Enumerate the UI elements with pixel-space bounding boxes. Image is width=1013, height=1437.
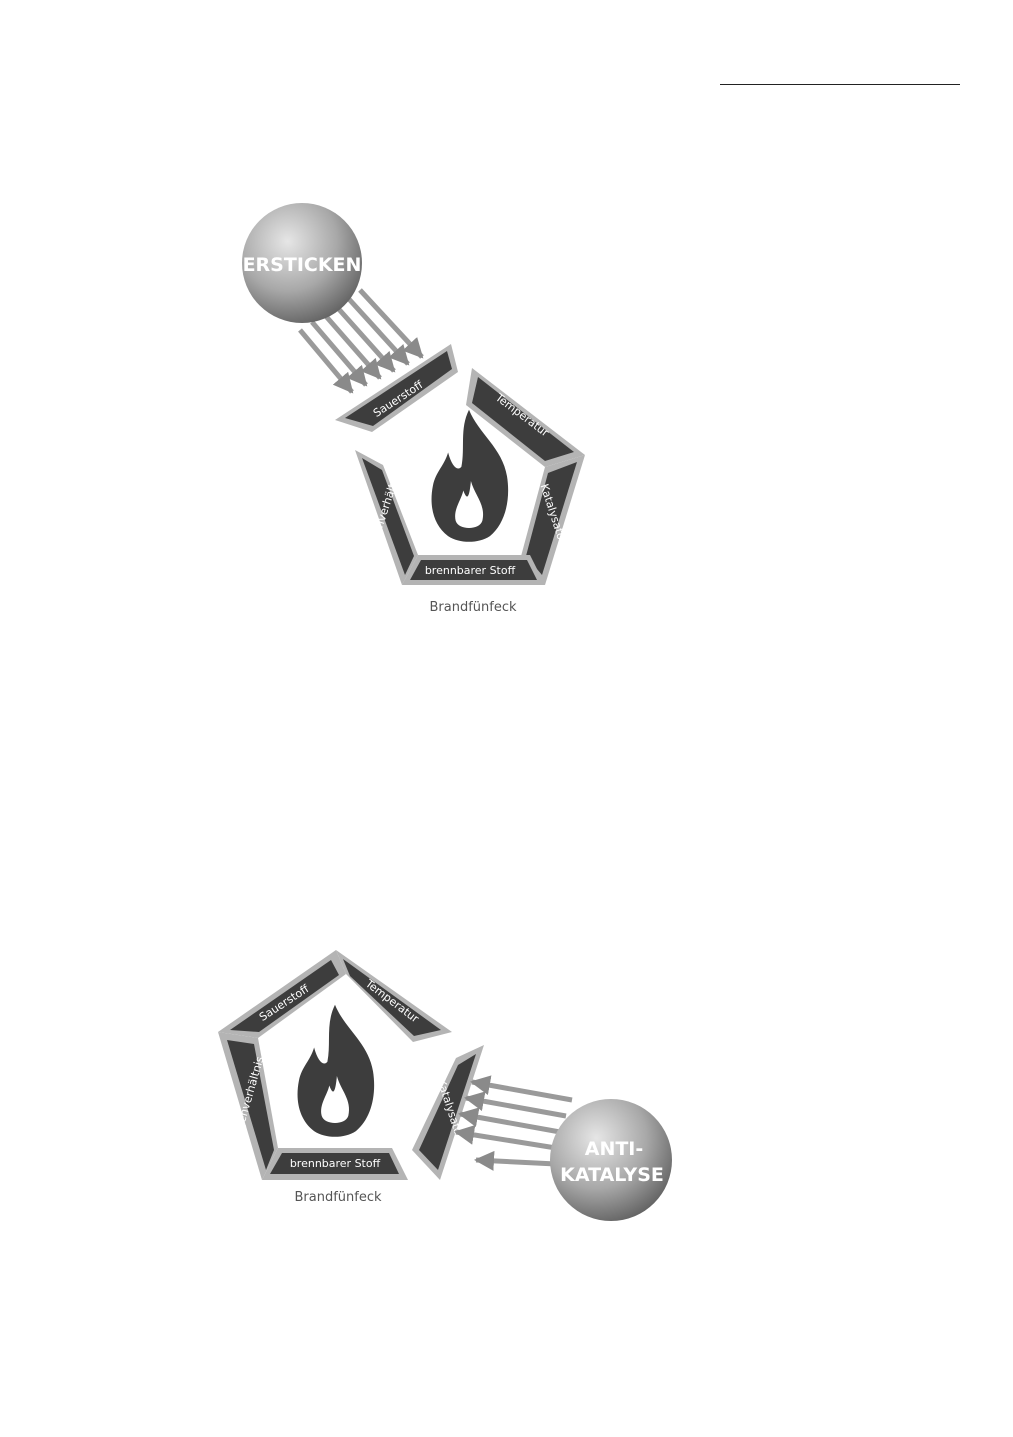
segment-brennbarer-stoff-bottom-label: brennbarer Stoff xyxy=(290,1157,381,1170)
arrow-bundle-bottom xyxy=(454,1075,573,1171)
header-rule xyxy=(720,84,960,85)
diagram-ersticken: ERSTICKEN Sauerstoff Temperatur Katalysa… xyxy=(242,203,585,615)
segment-mengenverhaeltnis-bottom: Mengenverhältnis xyxy=(218,1032,278,1180)
segment-sauerstoff: Sauerstoff xyxy=(335,344,458,432)
segment-katalysator-bottom: Katalysator xyxy=(412,1045,484,1180)
flame-icon xyxy=(431,409,509,542)
segment-temperatur-bottom: Temperatur xyxy=(336,950,452,1042)
diagram-antikatalyse: Sauerstoff Temperatur Katalysator brennb… xyxy=(218,950,672,1221)
segment-brennbarer-stoff-bottom: brennbarer Stoff xyxy=(262,1148,408,1180)
diagram-bottom-caption: Brandfünfeck xyxy=(294,1190,381,1205)
ersticken-ball-label: ERSTICKEN xyxy=(243,254,362,276)
segment-brennbarer-stoff-label: brennbarer Stoff xyxy=(425,564,516,577)
segment-brennbarer-stoff: brennbarer Stoff xyxy=(402,555,545,585)
antikatalyse-ball-label-line2: KATALYSE xyxy=(560,1164,664,1186)
diagram-top-caption: Brandfünfeck xyxy=(429,600,516,615)
ersticken-ball xyxy=(242,203,362,323)
antikatalyse-ball xyxy=(550,1099,672,1221)
segment-sauerstoff-bottom: Sauerstoff xyxy=(218,950,346,1038)
antikatalyse-ball-label-line1: ANTI- xyxy=(585,1138,644,1160)
flame-icon-bottom xyxy=(297,1004,375,1137)
segment-katalysator: Katalysator xyxy=(520,455,585,585)
arrow-bundle-top xyxy=(298,288,424,394)
segment-mengenverhaeltnis: Mengenverhältnis xyxy=(355,450,418,585)
